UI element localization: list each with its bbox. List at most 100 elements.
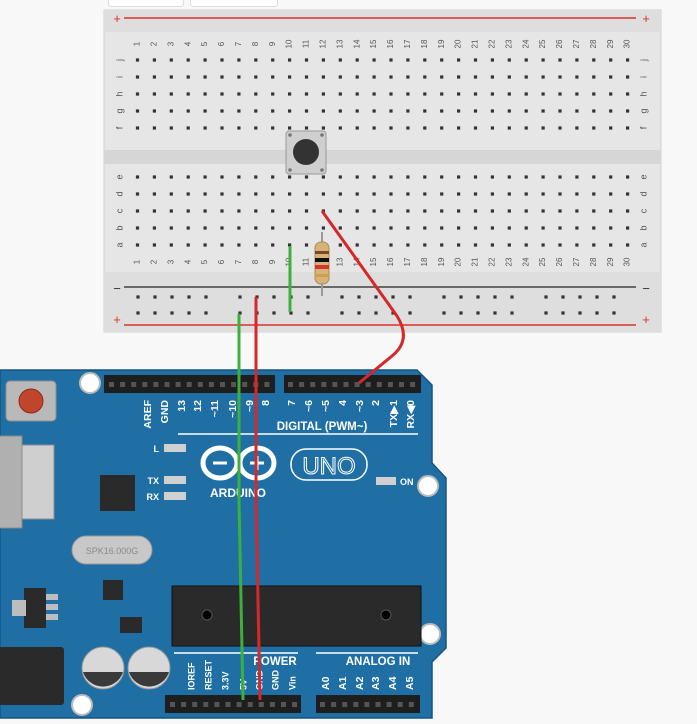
breadboard-hole[interactable] (423, 209, 427, 213)
breadboard-hole[interactable] (254, 192, 258, 196)
breadboard-hole[interactable] (457, 175, 461, 179)
breadboard-hole[interactable] (406, 175, 410, 179)
breadboard-hole[interactable] (457, 92, 461, 96)
header-pin[interactable] (208, 382, 214, 387)
breadboard-hole[interactable] (541, 109, 545, 113)
rail-hole[interactable] (374, 295, 378, 299)
breadboard-hole[interactable] (288, 75, 292, 79)
breadboard-hole[interactable] (473, 92, 478, 96)
breadboard-hole[interactable] (135, 226, 140, 230)
breadboard-hole[interactable] (440, 92, 444, 96)
rail-hole[interactable] (357, 295, 361, 299)
breadboard-hole[interactable] (152, 226, 156, 230)
breadboard-hole[interactable] (473, 75, 478, 79)
breadboard-hole[interactable] (237, 109, 241, 113)
rail-hole[interactable] (595, 311, 599, 315)
breadboard-hole[interactable] (507, 58, 511, 62)
header-pin[interactable] (354, 382, 360, 387)
breadboard-hole[interactable] (271, 243, 275, 247)
breadboard-hole[interactable] (609, 126, 613, 130)
breadboard-hole[interactable] (423, 109, 427, 113)
breadboard-hole[interactable] (389, 109, 393, 113)
breadboard-hole[interactable] (423, 243, 427, 247)
breadboard-hole[interactable] (457, 226, 461, 230)
header-pin[interactable] (231, 382, 237, 387)
breadboard-hole[interactable] (186, 243, 190, 247)
breadboard-hole[interactable] (288, 226, 292, 230)
breadboard-hole[interactable] (338, 192, 342, 196)
breadboard-hole[interactable] (609, 92, 613, 96)
breadboard-hole[interactable] (592, 58, 596, 62)
breadboard-hole[interactable] (541, 58, 545, 62)
breadboard-hole[interactable] (321, 92, 325, 96)
breadboard-hole[interactable] (473, 192, 478, 196)
breadboard-hole[interactable] (372, 243, 376, 247)
breadboard-hole[interactable] (423, 126, 427, 130)
breadboard-hole[interactable] (406, 209, 410, 213)
header-pin[interactable] (397, 702, 403, 707)
rail-hole[interactable] (136, 311, 140, 315)
reset-button[interactable] (18, 388, 44, 414)
breadboard-hole[interactable] (389, 75, 393, 79)
header-pin[interactable] (153, 382, 159, 387)
header-pin[interactable] (386, 702, 392, 707)
header-pin[interactable] (342, 702, 348, 707)
breadboard-hole[interactable] (490, 126, 494, 130)
breadboard-hole[interactable] (609, 109, 613, 113)
breadboard-hole[interactable] (507, 126, 511, 130)
breadboard-hole[interactable] (389, 92, 393, 96)
breadboard-hole[interactable] (338, 109, 342, 113)
breadboard-hole[interactable] (490, 175, 494, 179)
breadboard-hole[interactable] (389, 226, 393, 230)
resistor[interactable] (314, 232, 330, 296)
breadboard-hole[interactable] (186, 58, 190, 62)
breadboard-hole[interactable] (558, 192, 562, 196)
breadboard-hole[interactable] (541, 192, 545, 196)
breadboard-hole[interactable] (558, 92, 562, 96)
rail-hole[interactable] (459, 311, 463, 315)
breadboard-hole[interactable] (592, 175, 596, 179)
breadboard-hole[interactable] (220, 209, 224, 213)
breadboard-hole[interactable] (288, 92, 292, 96)
breadboard-hole[interactable] (558, 58, 562, 62)
breadboard-hole[interactable] (575, 226, 579, 230)
breadboard-hole[interactable] (592, 226, 596, 230)
breadboard-hole[interactable] (592, 192, 596, 196)
rail-hole[interactable] (306, 295, 310, 299)
header-pin[interactable] (320, 702, 325, 707)
breadboard-hole[interactable] (304, 175, 309, 179)
breadboard-hole[interactable] (288, 243, 292, 247)
breadboard-hole[interactable] (389, 209, 393, 213)
breadboard-hole[interactable] (152, 192, 156, 196)
breadboard-hole[interactable] (338, 75, 342, 79)
breadboard-hole[interactable] (626, 58, 630, 62)
breadboard-hole[interactable] (609, 209, 613, 213)
breadboard-hole[interactable] (288, 175, 292, 179)
breadboard-hole[interactable] (490, 58, 494, 62)
push-button-cap[interactable] (293, 139, 319, 165)
breadboard-hole[interactable] (338, 92, 342, 96)
breadboard-hole[interactable] (135, 109, 140, 113)
breadboard-hole[interactable] (609, 75, 613, 79)
breadboard-hole[interactable] (524, 226, 528, 230)
breadboard-hole[interactable] (440, 109, 444, 113)
breadboard-hole[interactable] (271, 58, 275, 62)
breadboard-hole[interactable] (254, 226, 258, 230)
rail-hole[interactable] (408, 311, 412, 315)
breadboard-holes[interactable] (135, 58, 630, 315)
breadboard-hole[interactable] (558, 75, 562, 79)
breadboard-hole[interactable] (473, 243, 478, 247)
breadboard-hole[interactable] (626, 175, 630, 179)
breadboard-hole[interactable] (355, 226, 359, 230)
breadboard-hole[interactable] (169, 92, 173, 96)
breadboard-hole[interactable] (152, 92, 156, 96)
breadboard-hole[interactable] (338, 175, 342, 179)
breadboard-hole[interactable] (389, 243, 393, 247)
breadboard-hole[interactable] (152, 243, 156, 247)
breadboard-hole[interactable] (457, 126, 461, 130)
breadboard-hole[interactable] (237, 192, 241, 196)
rail-hole[interactable] (476, 295, 480, 299)
breadboard-hole[interactable] (440, 126, 444, 130)
header-pin[interactable] (269, 702, 275, 707)
breadboard-hole[interactable] (169, 226, 173, 230)
